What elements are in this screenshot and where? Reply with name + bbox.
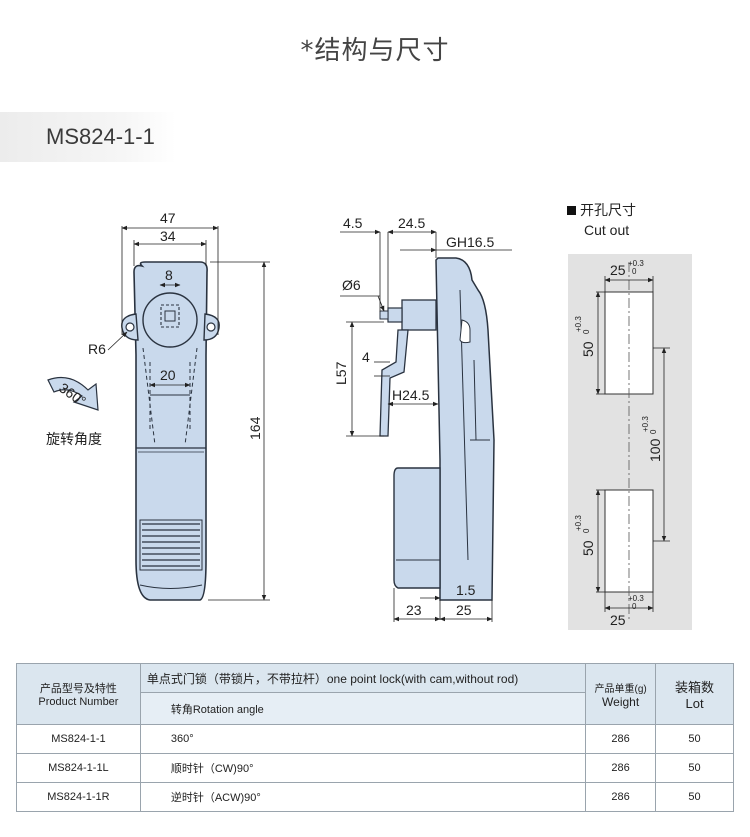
cell-model: MS824-1-1L xyxy=(16,753,141,783)
cutout-label-en: Cut out xyxy=(584,222,629,238)
cell-weight: 286 xyxy=(585,782,657,812)
cutout-view: 开孔尺寸 Cut out 25 +0.3 0 50 +0.3 0 100 +0.… xyxy=(567,203,692,630)
side-boss xyxy=(393,467,441,589)
header-lot: 装箱数 Lot xyxy=(655,663,734,725)
dim-24-5: 24.5 xyxy=(398,215,425,231)
square-bullet-icon xyxy=(567,206,576,215)
rotation-label: 旋转角度 xyxy=(46,432,102,448)
dim-47: 47 xyxy=(160,210,176,226)
side-cam xyxy=(379,329,409,437)
dim-4: 4 xyxy=(362,349,370,365)
grip-ridges xyxy=(142,523,200,567)
model-label: MS824-1-1 xyxy=(46,124,155,149)
cutout-dim-50-top: 50 xyxy=(580,341,596,357)
header-weight: 产品单重(g) Weight xyxy=(585,663,657,725)
cell-model: MS824-1-1R xyxy=(16,782,141,812)
header-description: 单点式门锁（带锁片，不带拉杆）one point lock(with cam,w… xyxy=(139,662,587,694)
dim-dia6: Ø6 xyxy=(342,277,361,293)
dim-4-5: 4.5 xyxy=(343,215,363,231)
dim-20: 20 xyxy=(160,367,176,383)
table-row: MS824-1-1L 顺时针（CW)90° 286 50 xyxy=(16,753,734,783)
cell-weight: 286 xyxy=(585,724,657,754)
dim-25: 25 xyxy=(456,602,472,618)
svg-text:+0.3: +0.3 xyxy=(628,259,644,268)
page-title: *结构与尺寸 xyxy=(300,36,450,66)
dim-gh16-5: GH16.5 xyxy=(446,234,494,250)
svg-text:0: 0 xyxy=(632,267,637,276)
cell-lot: 50 xyxy=(655,753,734,783)
model-tag: MS824-1-1 xyxy=(0,112,176,162)
cutout-label-zh: 开孔尺寸 xyxy=(580,203,636,219)
spec-table: 产品型号及特性 Product Number 单点式门锁（带锁片，不带拉杆）on… xyxy=(16,662,734,812)
svg-text:+0.3: +0.3 xyxy=(641,416,650,432)
front-view: 47 34 8 R6 20 164 360° 旋转角度 xyxy=(46,210,270,601)
side-view: 4.5 24.5 GH16.5 Ø6 L57 4 H24.5 1.5 23 25 xyxy=(333,215,512,622)
cell-rotation: 顺时针（CW)90° xyxy=(139,753,587,783)
svg-text:0: 0 xyxy=(632,602,637,611)
dim-1-5: 1.5 xyxy=(456,582,476,598)
svg-text:0: 0 xyxy=(582,528,591,533)
header-product: 产品型号及特性 Product Number xyxy=(16,663,141,725)
svg-text:+0.3: +0.3 xyxy=(574,515,583,531)
cutout-dim-25-top: 25 xyxy=(610,262,626,278)
dim-164: 164 xyxy=(247,416,263,440)
cell-model: MS824-1-1 xyxy=(16,724,141,754)
dim-34: 34 xyxy=(160,228,176,244)
table-row: MS824-1-1R 逆时针（ACW)90° 286 50 xyxy=(16,782,734,812)
side-body xyxy=(435,257,495,601)
dim-h24-5: H24.5 xyxy=(392,387,430,403)
svg-text:+0.3: +0.3 xyxy=(628,594,644,603)
header-rotation: 转角Rotation angle xyxy=(139,692,587,725)
svg-text:+0.3: +0.3 xyxy=(574,316,583,332)
dim-l57: L57 xyxy=(333,361,349,385)
cell-rotation: 360° xyxy=(139,724,587,754)
table-row: MS824-1-1 360° 286 50 xyxy=(16,724,734,754)
dim-8: 8 xyxy=(165,267,173,283)
cell-weight: 286 xyxy=(585,753,657,783)
cutout-dim-25-bottom: 25 xyxy=(610,612,626,628)
rotation-arrow-icon xyxy=(47,377,99,411)
technical-drawing: 47 34 8 R6 20 164 360° 旋转角度 xyxy=(46,203,692,630)
svg-text:0: 0 xyxy=(649,429,658,434)
front-body xyxy=(133,261,208,601)
cutout-dim-100: 100 xyxy=(647,438,663,462)
cell-rotation: 逆时针（ACW)90° xyxy=(139,782,587,812)
cutout-dim-50-bottom: 50 xyxy=(580,540,596,556)
cell-lot: 50 xyxy=(655,782,734,812)
dim-r6: R6 xyxy=(88,341,106,357)
svg-text:0: 0 xyxy=(582,329,591,334)
dim-23: 23 xyxy=(406,602,422,618)
cell-lot: 50 xyxy=(655,724,734,754)
front-cylinder xyxy=(142,292,198,348)
